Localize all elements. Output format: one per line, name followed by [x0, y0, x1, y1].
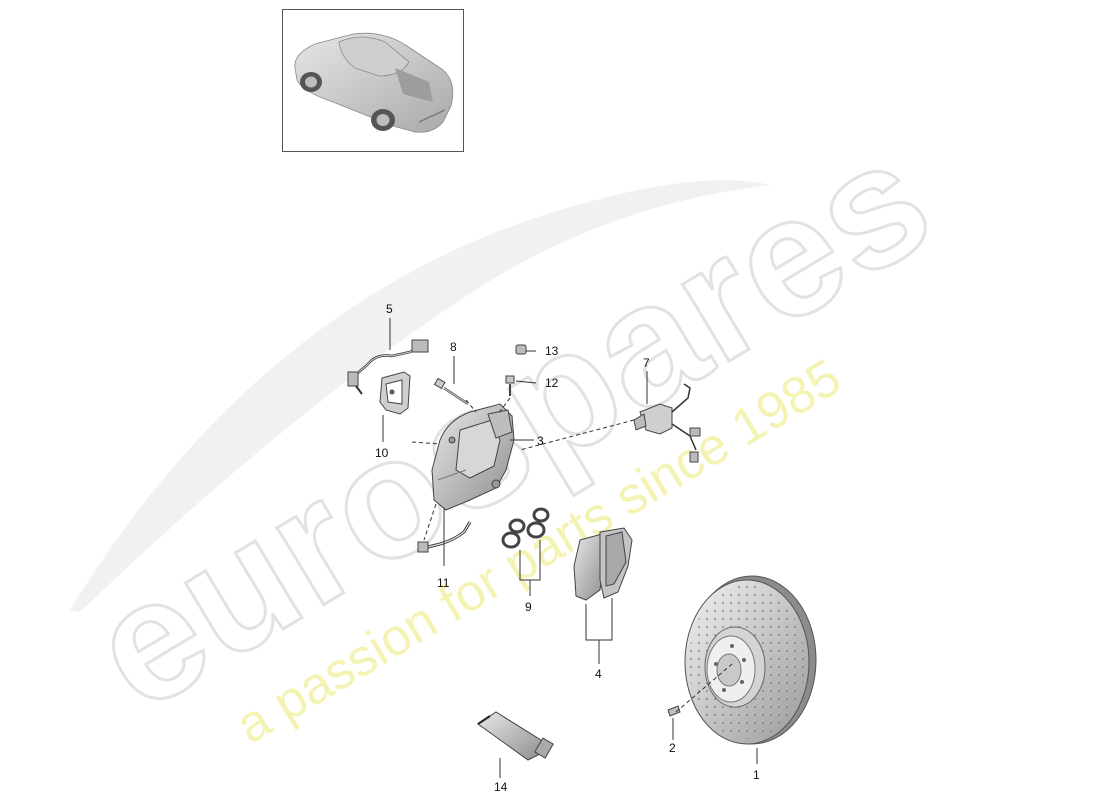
part-3-caliper: [431, 403, 515, 511]
leader-lines: [382, 318, 758, 778]
callout-7[interactable]: 7: [643, 356, 650, 370]
callout-12[interactable]: 12: [545, 376, 559, 390]
callout-3[interactable]: 3: [537, 434, 544, 448]
callout-2[interactable]: 2: [669, 741, 676, 755]
callout-13[interactable]: 13: [545, 344, 559, 358]
car-icon: [294, 32, 454, 133]
part-7-wear-sensor: [633, 383, 701, 463]
callout-1[interactable]: 1: [753, 768, 760, 782]
callout-8[interactable]: 8: [450, 340, 457, 354]
part-1-brake-disc: [684, 575, 817, 745]
callout-10[interactable]: 10: [375, 446, 389, 460]
callout-5[interactable]: 5: [386, 302, 393, 316]
callout-9[interactable]: 9: [525, 600, 532, 614]
car-thumbnail: [282, 9, 464, 152]
part-14-paste-tube: [477, 711, 554, 761]
callout-4[interactable]: 4: [595, 667, 602, 681]
part-11-brake-hose: [417, 521, 472, 553]
callout-11[interactable]: 11: [437, 576, 450, 590]
part-9-seals: [501, 507, 550, 549]
part-10-bracket: [379, 371, 411, 415]
part-8-bolt: [433, 377, 469, 406]
part-12-bleed-screw: [505, 375, 515, 396]
part-5-brake-line: [347, 339, 429, 395]
callout-14[interactable]: 14: [494, 780, 508, 794]
part-2-screw: [667, 705, 681, 717]
part-13-cap: [515, 344, 527, 355]
part-4-brake-pads: [573, 527, 633, 601]
